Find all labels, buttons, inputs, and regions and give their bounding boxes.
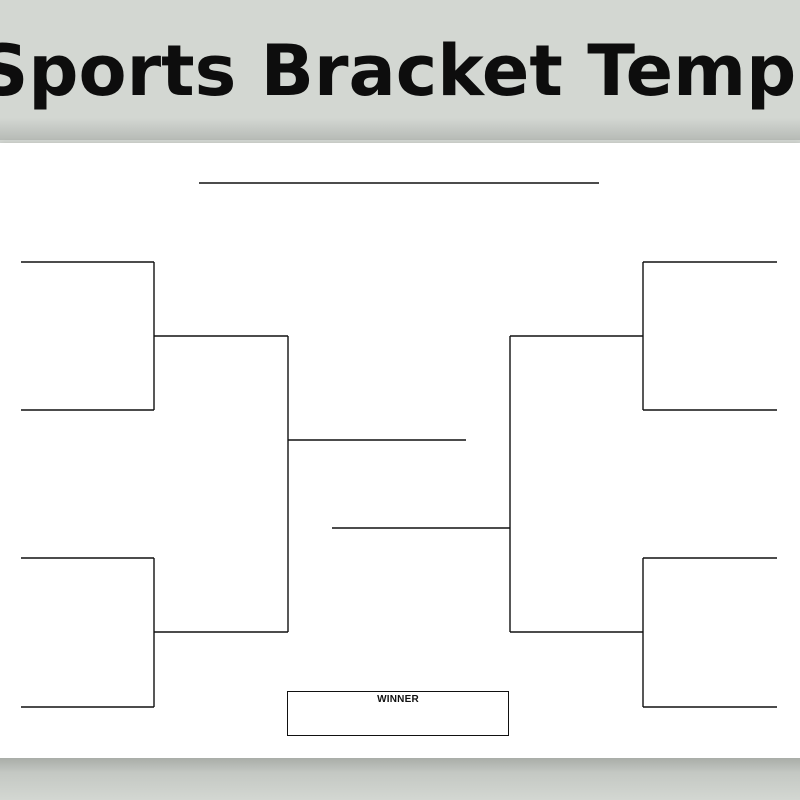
banner: Sports Bracket Template [0, 0, 800, 140]
winner-box[interactable]: WINNER [287, 691, 509, 736]
winner-label: WINNER [377, 694, 419, 705]
sheet-bottom-shadow [0, 758, 800, 800]
banner-title: Sports Bracket Template [0, 30, 800, 112]
banner-shadow [0, 118, 800, 140]
bracket-sheet [0, 143, 800, 758]
